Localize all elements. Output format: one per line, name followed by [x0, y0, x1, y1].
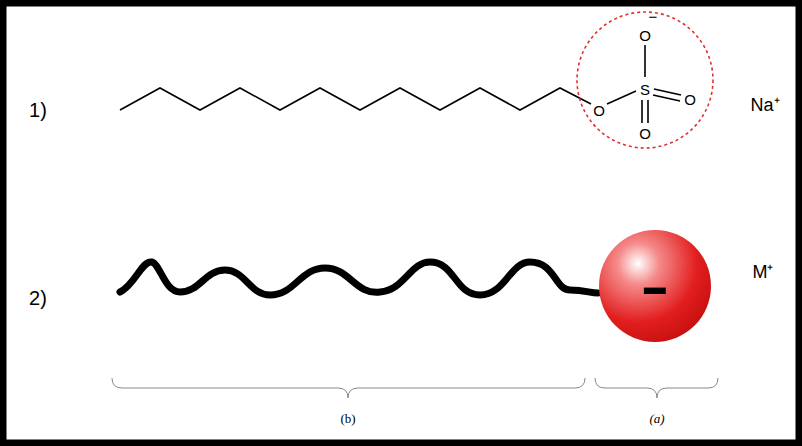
double-bond: [653, 95, 680, 101]
double-bond: [654, 89, 681, 95]
charge-sign: -: [641, 259, 670, 313]
atom-symbol: O: [639, 28, 651, 43]
head-group-circle: -: [598, 229, 712, 343]
atom-symbol: O: [593, 103, 605, 118]
callout-number: 1): [29, 100, 47, 120]
double-bond: [641, 100, 643, 123]
bond: [607, 91, 636, 104]
callout-number: 2): [29, 288, 47, 308]
carbon-chain: [120, 88, 591, 110]
atom-symbol: O: [639, 126, 651, 141]
hydrophobic-tail: [120, 262, 598, 295]
head-group-circle: [577, 12, 713, 148]
bracket: [112, 378, 718, 398]
part-label: (a): [649, 412, 664, 425]
counter-ion: Na⁺: [750, 96, 779, 114]
bond: [644, 45, 646, 77]
atom-symbol: S: [640, 82, 650, 97]
atom-symbol: O: [684, 92, 696, 107]
charge-sign: −: [649, 9, 658, 24]
part-label: (b): [340, 412, 355, 425]
frame: [3, 3, 799, 443]
counter-ion: M⁺: [753, 263, 774, 281]
double-bond: [647, 100, 649, 123]
